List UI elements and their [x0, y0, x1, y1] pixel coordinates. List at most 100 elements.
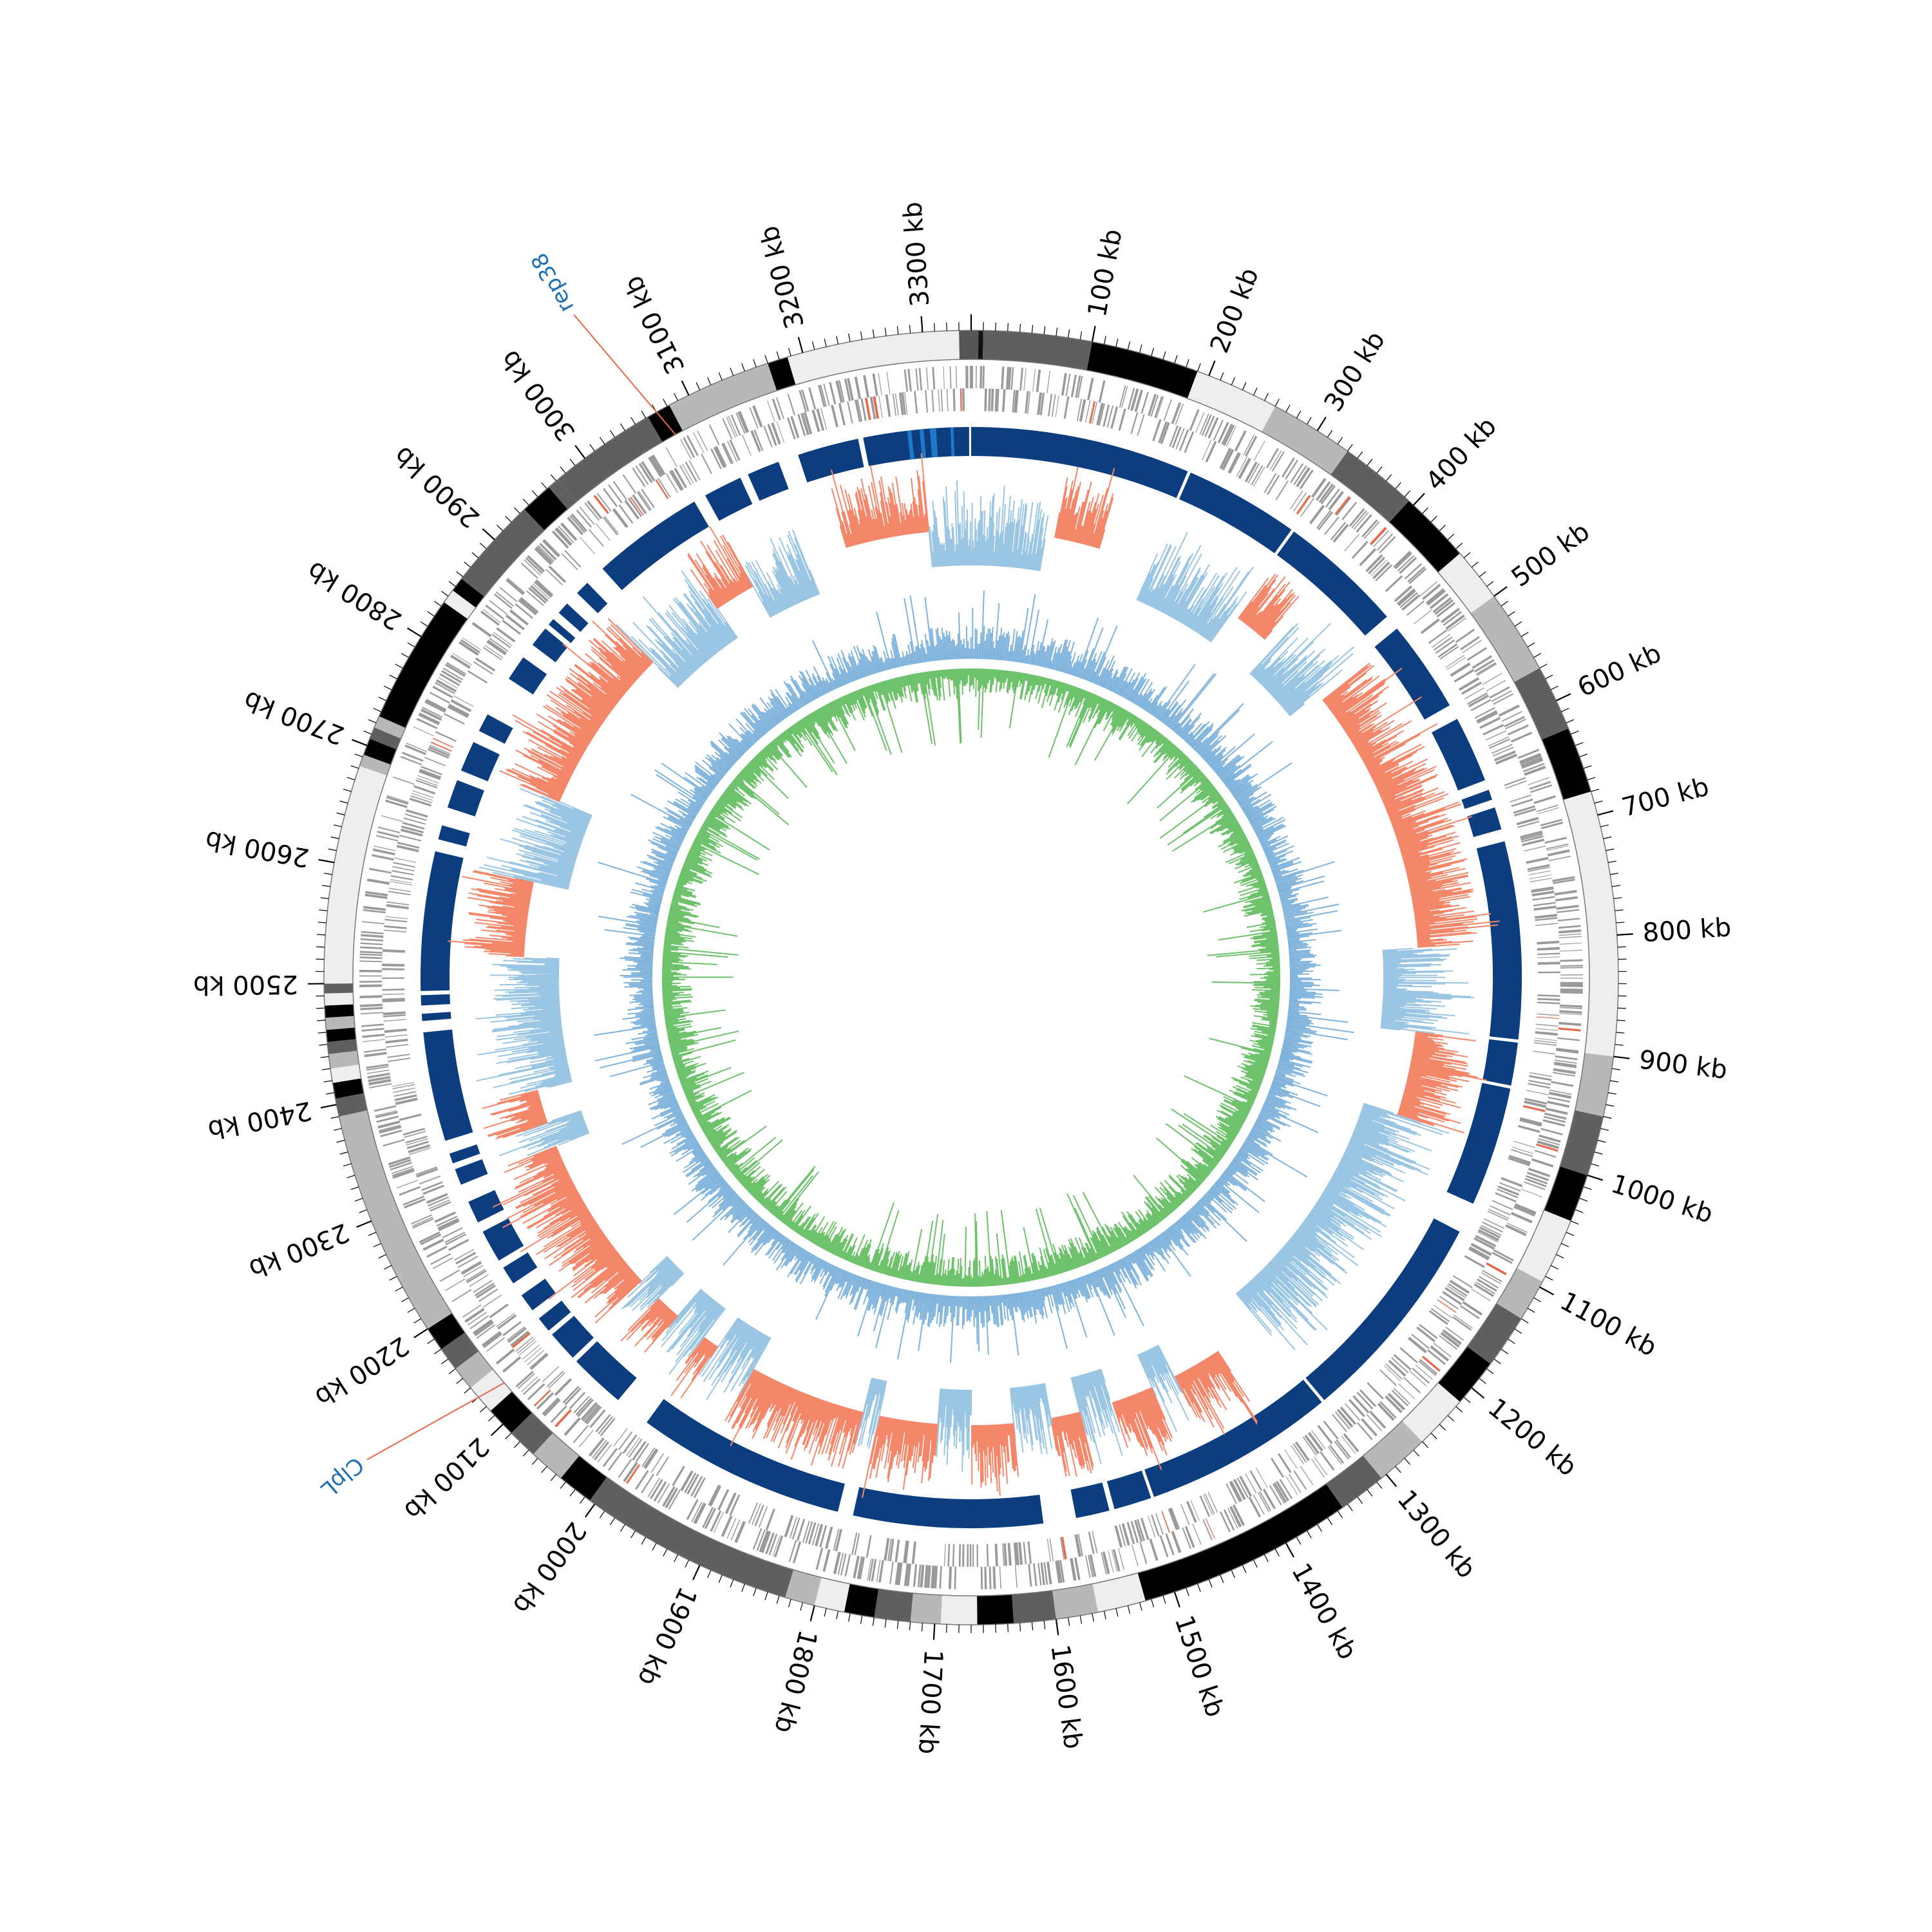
feature-mark: [382, 963, 405, 967]
minor-tick: [1591, 788, 1600, 792]
feature-mark: [756, 1529, 766, 1551]
feature-mark: [1204, 1493, 1215, 1515]
feature-mark: [1330, 522, 1347, 540]
feature-mark: [1003, 1543, 1008, 1566]
minor-tick: [389, 1276, 397, 1281]
feature-mark: [1379, 1369, 1397, 1387]
feature-mark: [1070, 1558, 1075, 1581]
gc-skew-negative: [1136, 532, 1202, 614]
feature-mark: [1403, 1377, 1421, 1394]
feature-mark: [1361, 1417, 1378, 1437]
feature-mark: [497, 1314, 517, 1330]
feature-mark: [585, 1406, 602, 1425]
minor-tick: [1561, 708, 1569, 712]
ring-segment: [1402, 1383, 1460, 1442]
feature-mark: [1344, 534, 1360, 552]
feature-mark: [1549, 1089, 1572, 1095]
tick-label: 600 kb: [1573, 638, 1666, 703]
feature-mark: [803, 412, 813, 435]
minor-tick: [630, 417, 636, 425]
minor-tick: [1613, 897, 1622, 900]
minor-tick: [1575, 742, 1584, 746]
minor-tick: [589, 444, 595, 451]
minor-tick: [513, 507, 520, 514]
feature-mark: [1227, 1508, 1238, 1529]
minor-tick: [1367, 1489, 1373, 1497]
feature-mark: [1203, 1494, 1213, 1515]
major-tick: [1539, 1286, 1555, 1296]
minor-tick: [872, 329, 875, 338]
feature-mark: [374, 1105, 397, 1112]
feature-mark: [1391, 1357, 1409, 1374]
feature-mark: [1540, 1128, 1563, 1135]
minor-tick: [1533, 653, 1542, 658]
feature-mark: [383, 1019, 406, 1022]
feature-mark: [1533, 1050, 1556, 1055]
minor-tick: [368, 719, 377, 724]
feature-mark: [773, 1535, 784, 1558]
feature-mark: [450, 699, 472, 712]
minor-tick: [1139, 344, 1142, 353]
feature-mark: [1121, 386, 1128, 408]
gene-block: [705, 477, 753, 521]
feature-mark: [1168, 1508, 1178, 1531]
feature-mark: [693, 1477, 706, 1499]
feature-mark: [386, 795, 409, 803]
minor-tick: [1306, 417, 1312, 425]
minor-tick: [674, 1554, 679, 1562]
feature-mark: [525, 557, 544, 574]
feature-mark: [430, 1201, 451, 1212]
feature-mark: [638, 462, 653, 483]
ring-segment: [359, 754, 391, 776]
feature-mark: [1394, 585, 1413, 602]
minor-tick: [456, 1378, 464, 1384]
feature-mark: [1245, 1473, 1257, 1494]
ring-segment: [1544, 1166, 1587, 1222]
feature-mark: [602, 1448, 618, 1468]
feature-mark: [1501, 711, 1522, 722]
feature-mark: [833, 1551, 841, 1575]
feature-mark: [1051, 394, 1056, 417]
feature-mark: [630, 497, 644, 516]
feature-mark: [670, 469, 684, 490]
gc-skew-negative: [1380, 972, 1474, 1035]
feature-mark: [1481, 1225, 1502, 1236]
feature-mark: [1014, 1565, 1018, 1588]
minor-tick: [1514, 621, 1522, 627]
feature-mark: [1414, 609, 1432, 625]
feature-mark: [425, 699, 447, 712]
feature-mark: [419, 712, 440, 723]
gc-content-track: [594, 590, 1354, 1363]
major-tick: [1616, 933, 1633, 936]
gene-block: [521, 1278, 556, 1311]
feature-mark: [1514, 1203, 1537, 1215]
minor-tick: [1479, 1378, 1486, 1384]
feature-mark: [1327, 1446, 1342, 1465]
tick-label: 2000 kb: [507, 1517, 592, 1619]
minor-tick: [685, 1560, 690, 1568]
ring-segment: [1262, 406, 1348, 475]
gene-block: [647, 1399, 845, 1512]
tick-label: 3200 kb: [754, 223, 810, 332]
feature-mark: [1442, 1329, 1463, 1345]
feature-mark: [1336, 1439, 1352, 1459]
minor-tick: [1587, 777, 1596, 781]
tick-label: 2600 kb: [203, 825, 312, 873]
feature-mark: [554, 527, 572, 546]
minor-tick: [1600, 1128, 1609, 1131]
feature-mark: [489, 638, 509, 652]
feature-mark: [1546, 845, 1569, 851]
feature-mark: [1394, 552, 1412, 569]
minor-tick: [1115, 338, 1119, 347]
major-tick: [1555, 693, 1571, 702]
feature-mark: [1271, 451, 1285, 472]
minor-tick: [363, 730, 372, 735]
feature-mark: [442, 667, 463, 681]
minor-tick: [480, 1406, 487, 1412]
minor-tick: [1479, 571, 1486, 578]
minor-tick: [350, 765, 359, 769]
gc-skew-positive: [862, 1416, 938, 1499]
ring-segment: [1560, 1110, 1604, 1175]
minor-tick: [448, 1368, 456, 1374]
minor-tick: [1570, 730, 1579, 735]
